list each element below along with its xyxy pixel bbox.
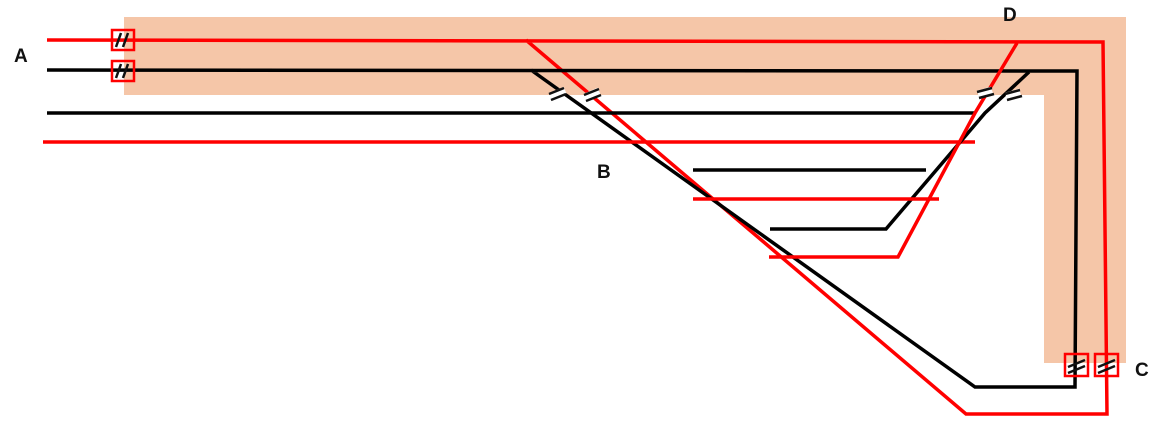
band-vertical bbox=[1044, 17, 1126, 363]
connector-slash-a-top-1 bbox=[114, 32, 123, 48]
connector-c-left bbox=[1063, 352, 1090, 378]
connector-slash-c-left-1 bbox=[1067, 358, 1086, 369]
shaded-band bbox=[124, 17, 1126, 363]
label-a: A bbox=[14, 46, 28, 67]
gap-b-1 bbox=[549, 86, 567, 100]
band-horizontal bbox=[124, 17, 1126, 95]
red-fan-path bbox=[769, 42, 1019, 259]
gap-d-1 bbox=[977, 86, 993, 98]
connector-a-bottom bbox=[110, 59, 136, 83]
break-marks-d bbox=[976, 86, 1023, 102]
label-b: B bbox=[597, 162, 611, 183]
label-d: D bbox=[1003, 5, 1017, 26]
connector-box-c-left bbox=[1063, 352, 1090, 378]
break-b-2a bbox=[583, 87, 600, 97]
connector-box-a-top bbox=[110, 28, 136, 52]
connector-slash-a-bottom-2 bbox=[121, 63, 130, 79]
red-line-top bbox=[46, 38, 1109, 416]
connector-slash-c-right-1 bbox=[1097, 358, 1116, 369]
connector-slash-c-right-2 bbox=[1097, 364, 1116, 375]
connector-box-c-right bbox=[1093, 352, 1120, 378]
break-d-1b bbox=[978, 92, 995, 100]
connector-a-top bbox=[110, 28, 136, 52]
connector-box-a-bottom bbox=[110, 59, 136, 83]
break-b-1b bbox=[550, 92, 567, 102]
connector-c-right bbox=[1093, 352, 1120, 378]
break-d-2b bbox=[1006, 94, 1023, 102]
break-d-2a bbox=[1004, 88, 1021, 96]
label-c: C bbox=[1135, 360, 1149, 381]
connector-slash-c-left-2 bbox=[1067, 364, 1086, 375]
gap-d-2 bbox=[1005, 88, 1021, 100]
break-d-1a bbox=[976, 86, 993, 94]
black-line-top bbox=[46, 68, 1079, 389]
connector-slash-a-top-2 bbox=[121, 32, 130, 48]
gap-b-2 bbox=[583, 87, 601, 101]
break-marks-b bbox=[548, 86, 602, 103]
connector-slash-a-bottom-1 bbox=[114, 63, 123, 79]
break-b-2b bbox=[585, 93, 602, 103]
break-b-1a bbox=[548, 86, 565, 96]
